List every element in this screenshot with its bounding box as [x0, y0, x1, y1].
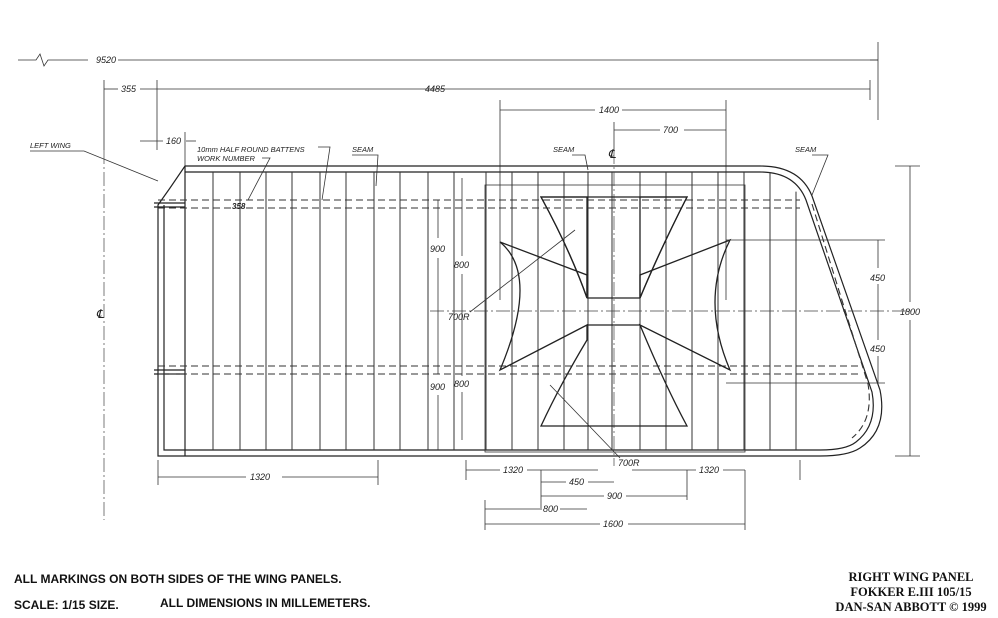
- iron-cross: [484, 184, 746, 453]
- arm-aft-label: 800: [454, 379, 469, 389]
- bottom-left-label: 1320: [250, 472, 270, 482]
- title-line-3: DAN-SAN ABBOTT © 1999: [835, 600, 987, 614]
- cross-width-dimension: 1400 700: [499, 100, 727, 300]
- b800-label: 800: [543, 504, 558, 514]
- cross-centerline-mark: ℄: [608, 147, 616, 161]
- arm-fwd-label: 800: [454, 260, 469, 270]
- root-dim-label: 355: [121, 84, 137, 94]
- left-wing-label: LEFT WING: [30, 141, 71, 150]
- radius-label-left: 700R: [448, 312, 470, 322]
- callouts: LEFT WING 10mm HALF ROUND BATTENS WORK N…: [30, 141, 829, 211]
- te-upper-label: 450: [870, 273, 885, 283]
- panel-dimension: 355 4485: [103, 80, 871, 150]
- cross-frame: [484, 184, 746, 453]
- work-number-label: WORK NUMBER: [197, 154, 256, 163]
- cross-body: [498, 196, 732, 427]
- markings-note: ALL MARKINGS ON BOTH SIDES OF THE WING P…: [14, 572, 342, 586]
- radius-label-bottom: 700R: [618, 458, 640, 468]
- cross-half-label: 700: [663, 125, 678, 135]
- title-line-2: FOKKER E.III 105/15: [850, 585, 972, 599]
- serial-number: 358: [232, 202, 246, 211]
- b450-label: 450: [569, 477, 584, 487]
- seam-label-1: SEAM: [352, 145, 374, 154]
- root-centerline-mark: ℄: [96, 307, 104, 321]
- dimensions-note: ALL DIMENSIONS IN MILLEMETERS.: [160, 596, 371, 610]
- cross-width-label: 1400: [599, 105, 619, 115]
- spar-fwd-label: 900: [430, 244, 445, 254]
- seam-label-3: SEAM: [795, 145, 817, 154]
- chord-dimensions: 450 450 1800: [726, 165, 920, 457]
- batten-dim-label: 160: [166, 136, 181, 146]
- bottom-dimensions: 1320 1320 1320 450 900 800 1600 700R: [157, 384, 801, 530]
- spars: [158, 199, 870, 439]
- chord-label: 1800: [900, 307, 920, 317]
- ribs: [212, 172, 797, 450]
- battens-label: 10mm HALF ROUND BATTENS: [197, 145, 305, 154]
- title-line-1: RIGHT WING PANEL: [848, 570, 974, 584]
- b900-label: 900: [607, 491, 622, 501]
- span-dim-label: 9520: [96, 55, 116, 65]
- bottom-mid-label: 1320: [503, 465, 523, 475]
- scale-note: SCALE: 1/15 SIZE.: [14, 598, 119, 612]
- te-lower-label: 450: [870, 344, 885, 354]
- spar-dimensions: 900 900 800 800 700R: [430, 178, 576, 450]
- spar-aft-label: 900: [430, 382, 445, 392]
- panel-dim-label: 4485: [425, 84, 446, 94]
- b1600-label: 1600: [603, 519, 623, 529]
- batten-offset-dimension: 160: [140, 132, 196, 166]
- seam-label-2: SEAM: [553, 145, 575, 154]
- span-dimension: 9520: [18, 42, 879, 120]
- chord-centerline: ℄ ℄: [96, 147, 915, 520]
- bottom-right-label: 1320: [699, 465, 719, 475]
